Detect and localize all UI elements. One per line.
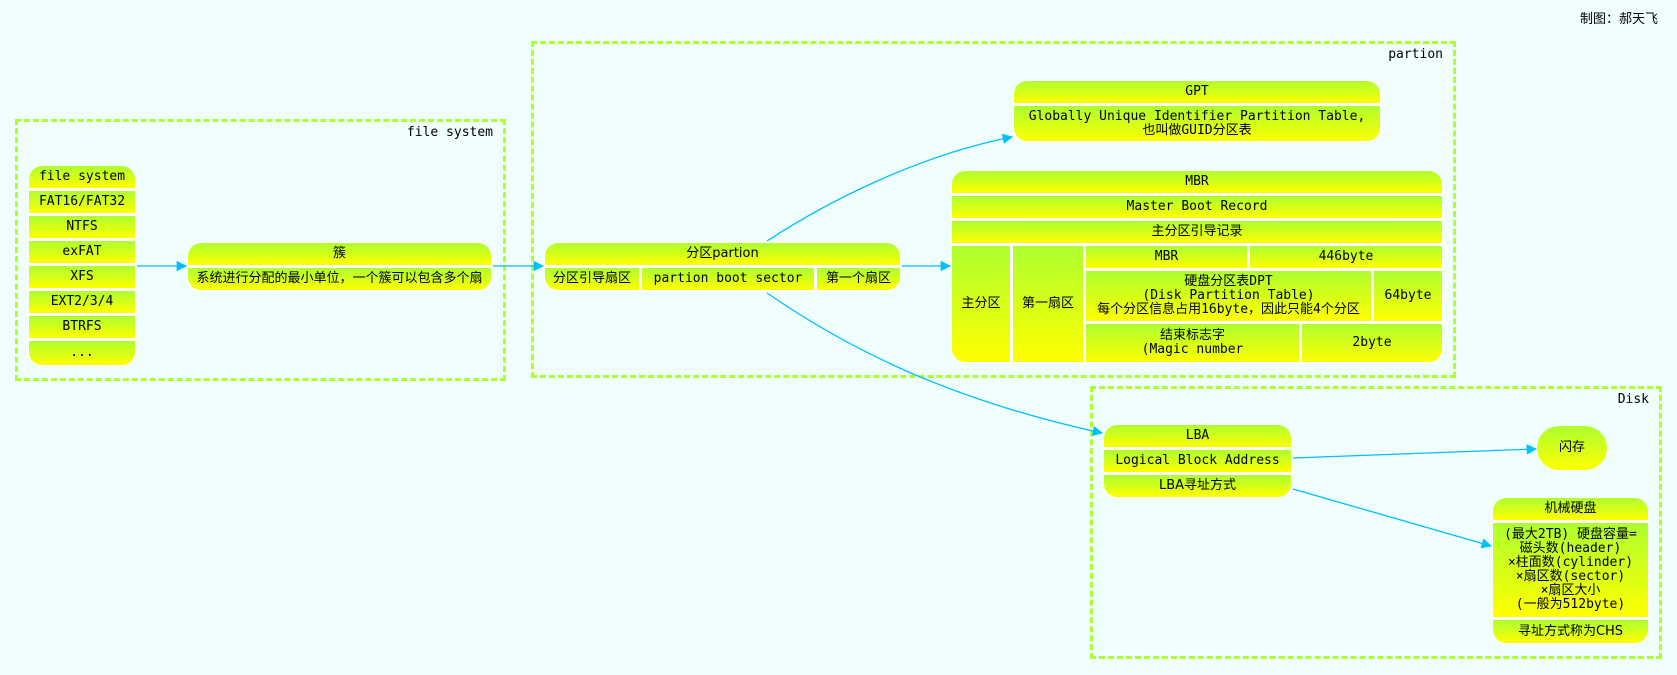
partition-boot-sector-cell: partion boot sector [642,268,814,290]
disk-cluster-label: Disk [1617,392,1649,407]
cluster-title: 簇 [188,243,491,265]
fs-item: ... [29,341,135,365]
credit: 制图：郝天飞 [1580,12,1659,27]
fs-item: EXT2/3/4 [29,291,135,313]
mbr-node: MBR Master Boot Record 主分区引导记录 主分区 第一扇区 … [951,170,1443,363]
hdd-addressing: 寻址方式称为CHS [1493,620,1648,643]
gpt-node: GPT Globally Unique Identifier Partition… [1013,80,1381,142]
hdd-node: 机械硬盘 (最大2TB) 硬盘容量= 磁头数(header) ×柱面数(cyli… [1492,497,1649,644]
fs-title: file system [29,166,135,188]
mbr-primary-partition: 主分区 [952,246,1010,362]
mbr-first-sector: 第一扇区 [1013,246,1083,362]
partition-node: 分区partion 分区引导扇区 partion boot sector 第一个… [544,242,901,291]
mbr-row-size: 2byte [1302,324,1442,362]
flash-node: 闪存 [1537,426,1607,470]
hdd-desc: (最大2TB) 硬盘容量= 磁头数(header) ×柱面数(cylinder)… [1493,523,1648,617]
mbr-full-name: Master Boot Record [952,196,1442,218]
file-system-cluster: file system [15,119,506,381]
mbr-row-name: MBR [1086,246,1247,268]
lba-title: LBA [1104,425,1291,447]
partition-first-sector-cell: 第一个扇区 [817,268,900,290]
file-system-cluster-label: file system [406,125,493,140]
fs-item: exFAT [29,241,135,263]
partition-title: 分区partion [545,243,900,265]
gpt-desc: Globally Unique Identifier Partition Tab… [1014,106,1380,141]
mbr-sub: 主分区引导记录 [952,221,1442,243]
cluster-desc: 系统进行分配的最小单位，一个簇可以包含多个扇 [188,268,491,290]
mbr-title: MBR [952,171,1442,193]
file-system-list: file system FAT16/FAT32 NTFS exFAT XFS E… [28,165,136,366]
lba-full-name: Logical Block Address [1104,450,1291,472]
mbr-row-name: 结束标志字 (Magic number [1086,324,1299,362]
fs-item: BTRFS [29,316,135,338]
mbr-row-name: 硬盘分区表DPT (Disk Partition Table) 每个分区信息占用… [1086,271,1371,321]
lba-desc: LBA寻址方式 [1104,475,1291,497]
disk-cluster: Disk [1090,386,1662,659]
fs-item: XFS [29,266,135,288]
gpt-title: GPT [1014,81,1380,103]
fs-item: NTFS [29,216,135,238]
cluster-node: 簇 系统进行分配的最小单位，一个簇可以包含多个扇 [187,242,492,291]
lba-node: LBA Logical Block Address LBA寻址方式 [1103,424,1292,498]
fs-item: FAT16/FAT32 [29,191,135,213]
partion-cluster-label: partion [1388,47,1443,62]
hdd-title: 机械硬盘 [1493,498,1648,520]
partition-boot-cell: 分区引导扇区 [545,268,639,290]
mbr-row-size: 64byte [1374,271,1442,321]
mbr-row-size: 446byte [1250,246,1442,268]
